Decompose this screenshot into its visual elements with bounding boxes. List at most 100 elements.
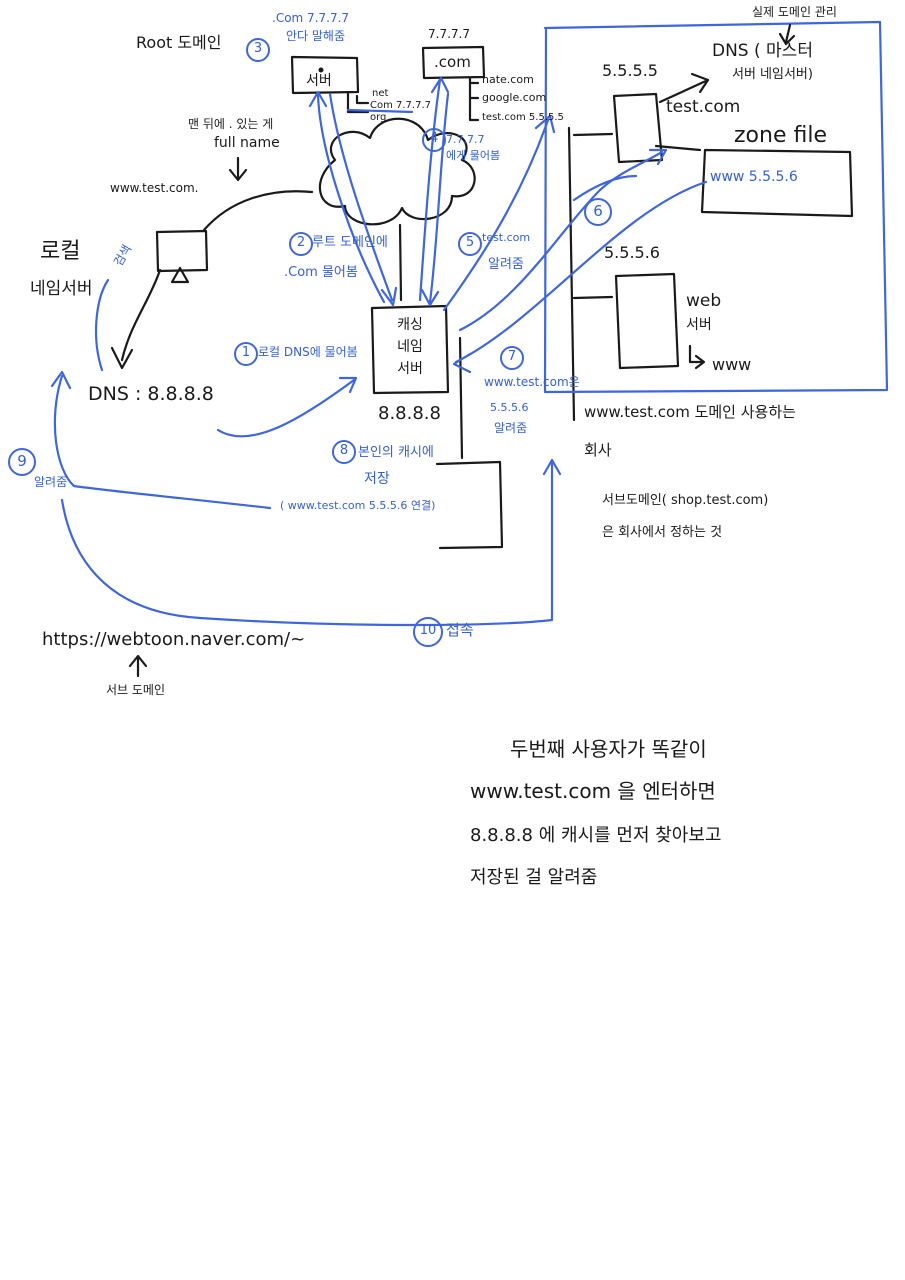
second-user-note-1: 두번째 사용자가 똑같이 [510,737,707,761]
flow-step5-return [420,92,450,307]
step5-note-1: test.com [482,231,531,244]
root-note-sub: 안다 말해줌 [286,29,346,43]
step7-circle [500,346,524,370]
step6-circle [584,198,612,226]
root-server-label: 서버 [306,73,332,89]
flow-step4 [418,76,450,302]
step4-note-1: 7.7.7.7 [446,133,485,146]
step8-note-2: 저장 [364,471,390,487]
web-label-1: web [686,291,722,311]
com-list-nate: nate.com [482,73,534,86]
root-to-com-link [346,108,414,114]
com-list-test: test.com 5.5.5.5 [482,112,564,123]
root-server-box [290,55,360,95]
step5-circle [458,232,482,256]
step9-number: 9 [17,452,27,470]
ip-5556-label: 5.5.5.6 [604,243,660,262]
tld-net: net [372,88,389,99]
full-name-note-2: full name [214,135,280,151]
web-www-label: www [712,355,752,374]
local-ns-label-1: 로컬 [40,239,81,264]
second-user-note-2: www.test.com 을 엔터하면 [470,779,716,803]
actual-domain-arrow [778,23,796,46]
com-list-google: google.com [482,91,547,104]
company-label-1: www.test.com 도메인 사용하는 [584,403,796,421]
step9-circle [8,448,36,476]
step7-note-2: 5.5.5.6 [490,401,529,414]
web-www-arrow [688,344,706,370]
step4-note-2: 에게 물어봄 [446,149,501,162]
www-full-name: www.test.com. [110,181,199,195]
company-label-2: 회사 [584,441,612,459]
internet-cloud [318,117,476,226]
cache-divider [458,336,464,460]
local-pc-box [155,229,209,273]
local-ns-label-2: 네임서버 [30,279,93,299]
cache-label-3: 서버 [397,361,423,377]
tld-org: org [370,112,387,123]
subdomain-note-2: 은 회사에서 정하는 것 [602,525,723,540]
dns-ip-label: DNS : 8.8.8.8 [88,383,214,405]
flow-step6-b [572,174,638,202]
step8-note-1: 본인의 캐시에 [358,445,434,460]
step2-note-1: 루트 도메인에 [312,235,388,250]
step7-note-1: www.test.com은 [484,375,580,389]
step8-number: 8 [339,443,349,458]
step3-circle [246,38,270,62]
example-url: https://webtoon.naver.com/~ [42,629,306,650]
zone-entry: www 5.5.5.6 [710,169,798,185]
ip-5555-label: 5.5.5.5 [602,61,658,80]
dns-master-label-1: DNS ( 마스터 [712,41,813,61]
flow-step5 [442,114,556,312]
root-tld-bracket [346,90,370,114]
subdomain-label: 서브 도메인 [106,683,166,697]
flow-step7 [452,180,708,374]
step1-note: 로컬 DNS에 물어봄 [258,345,358,359]
step10-circle [413,617,443,647]
step2-note-2: .Com 물어봄 [284,265,358,280]
step7-number: 7 [507,349,517,364]
step3-number: 3 [253,41,263,56]
cloud-link [398,223,403,302]
dns-master-box [612,92,664,164]
flow-step10 [60,458,562,627]
subdomain-arrow [128,654,148,678]
web-server-box [614,272,680,370]
dns-master-label-2: 서버 네임서버) [732,67,813,82]
web-label-2: 서버 [686,317,712,333]
step9-note: 알려줌 [34,475,68,489]
actual-domain-label: 실제 도메인 관리 [752,5,837,19]
cache-label-1: 캐싱 [397,317,423,333]
com-server-box [421,45,486,80]
master-arrow [658,72,710,104]
tld-com: Com 7.7.7.7 [370,100,432,111]
cache-label-2: 네임 [397,339,423,355]
root-tld-bracket-2 [355,94,370,105]
test-com-label: test.com [666,97,741,117]
step10-note: 접속 [446,621,474,639]
com-list-bracket [468,76,480,122]
step1-circle [234,342,258,366]
step4-number: 4 [429,131,439,146]
com-ip-top: 7.7.7.7 [428,27,470,41]
flow-step6-a [458,148,668,332]
second-user-note-4: 저장된 걸 알려줌 [470,867,598,888]
flow-step3 [328,92,398,307]
second-user-note-3: 8.8.8.8 에 캐시를 먼저 찾아보고 [470,825,722,846]
com-server-label: .com [434,53,471,71]
flow-step9 [53,374,272,510]
local-pc-stand [170,266,190,284]
flow-search [94,278,110,372]
flow-step1 [216,376,358,438]
full-name-arrow [228,156,248,182]
step7-note-3: 알려줌 [494,421,528,435]
flow-step2 [308,90,386,304]
step1-number: 1 [241,345,251,360]
cache-ip-label: 8.8.8.8 [378,403,441,424]
master-to-zone [654,144,702,152]
local-to-cloud [202,190,314,232]
step5-number: 5 [465,235,475,250]
caching-server-box [370,304,450,395]
cache-storage-box [435,460,504,550]
